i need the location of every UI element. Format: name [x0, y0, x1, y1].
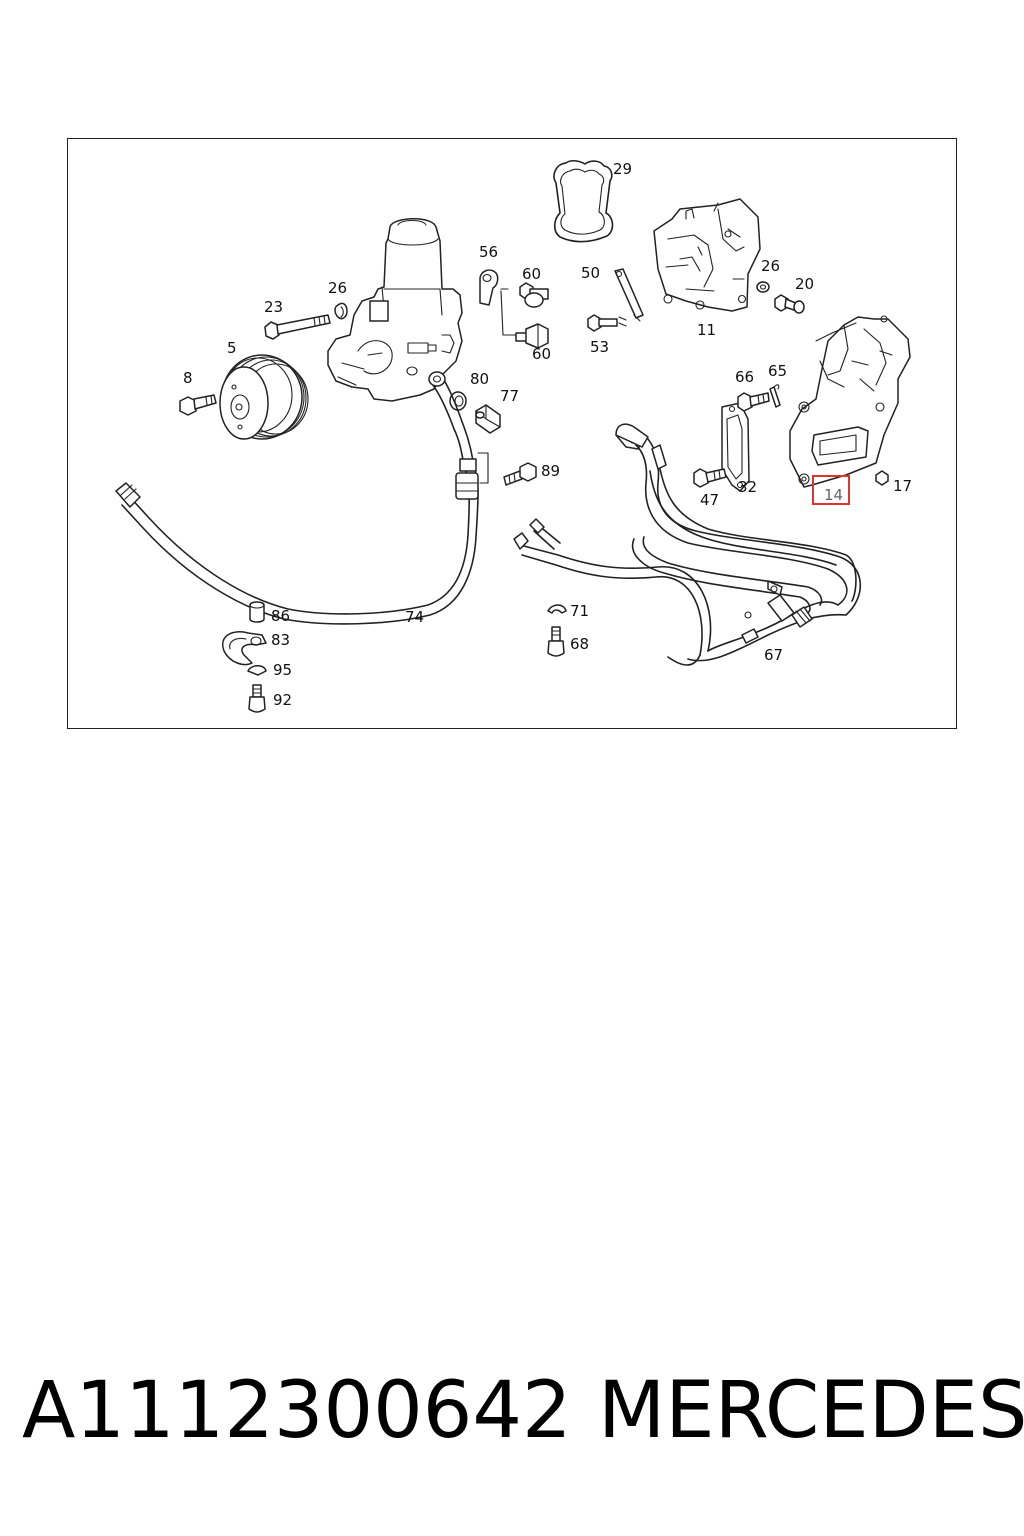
label-74: 74	[405, 608, 424, 626]
part-67-return-hose-upper[interactable]	[615, 423, 857, 602]
part-65-strap[interactable]	[769, 384, 781, 408]
part-17-plug[interactable]	[875, 470, 889, 486]
part-80-washer[interactable]	[449, 391, 467, 411]
label-71: 71	[570, 602, 589, 620]
part-29-gasket[interactable]	[553, 159, 614, 243]
power-steering-pump[interactable]	[327, 218, 463, 402]
label-68: 68	[570, 635, 589, 653]
part-71-clip[interactable]	[547, 604, 567, 614]
part-26-washer-left[interactable]	[334, 302, 348, 320]
label-60-lower: 60	[532, 345, 551, 363]
part-68-screw[interactable]	[547, 626, 565, 657]
part-50-strap[interactable]	[614, 268, 644, 322]
part-20-bolt[interactable]	[774, 294, 805, 314]
label-47: 47	[700, 491, 719, 509]
part-56-clamp[interactable]	[479, 269, 521, 336]
part-11-bracket[interactable]	[653, 198, 761, 312]
label-11: 11	[697, 321, 716, 339]
label-26-left: 26	[328, 279, 347, 297]
label-60-upper: 60	[522, 265, 541, 283]
highlight-box	[812, 475, 850, 505]
part-92-screw[interactable]	[248, 684, 266, 713]
part-89-bolt[interactable]	[477, 452, 537, 486]
part-74-pressure-hose[interactable]	[115, 371, 479, 625]
label-83: 83	[271, 631, 290, 649]
part-23-bolt[interactable]	[264, 314, 331, 340]
label-92: 92	[273, 691, 292, 709]
part-47-bolt[interactable]	[693, 468, 727, 488]
label-56: 56	[479, 243, 498, 261]
part-53-bolt[interactable]	[587, 314, 627, 332]
part-number-caption: A1112300642	[22, 1366, 572, 1456]
parts-diagram-frame: 29 56 60 60 50 26 20 23 26 5 8 53 11 80 …	[67, 138, 957, 729]
part-83-clamp[interactable]	[221, 631, 267, 666]
label-86: 86	[271, 607, 290, 625]
label-77: 77	[500, 387, 519, 405]
label-20: 20	[795, 275, 814, 293]
part-86-spacer[interactable]	[249, 601, 265, 623]
label-5: 5	[227, 339, 237, 357]
part-26-washer-upper[interactable]	[756, 281, 770, 293]
part-60-bolt-upper[interactable]	[519, 282, 549, 308]
label-17: 17	[893, 477, 912, 495]
label-29: 29	[613, 160, 632, 178]
part-95-clip[interactable]	[247, 665, 267, 676]
part-77-banjo-bolt[interactable]	[475, 404, 501, 434]
part-66-bolt[interactable]	[737, 392, 770, 412]
part-5-pulley[interactable]	[219, 354, 309, 440]
label-66: 66	[735, 368, 754, 386]
part-14-bracket[interactable]	[789, 315, 911, 488]
label-8: 8	[183, 369, 193, 387]
label-23: 23	[264, 298, 283, 316]
part-60-bolt-lower[interactable]	[515, 323, 549, 349]
label-65: 65	[768, 362, 787, 380]
label-80: 80	[470, 370, 489, 388]
label-32: 32	[738, 478, 757, 496]
brand-caption: MERCEDES	[598, 1366, 1024, 1456]
part-8-bolt[interactable]	[179, 394, 217, 416]
label-67: 67	[764, 646, 783, 664]
part-67-return-hose[interactable]	[513, 426, 862, 666]
label-95: 95	[273, 661, 292, 679]
label-26-upper: 26	[761, 257, 780, 275]
parts-diagram: 29 56 60 60 50 26 20 23 26 5 8 53 11 80 …	[115, 159, 912, 713]
label-53: 53	[590, 338, 609, 356]
label-14: 14	[824, 486, 843, 504]
label-89: 89	[541, 462, 560, 480]
label-50: 50	[581, 264, 600, 282]
